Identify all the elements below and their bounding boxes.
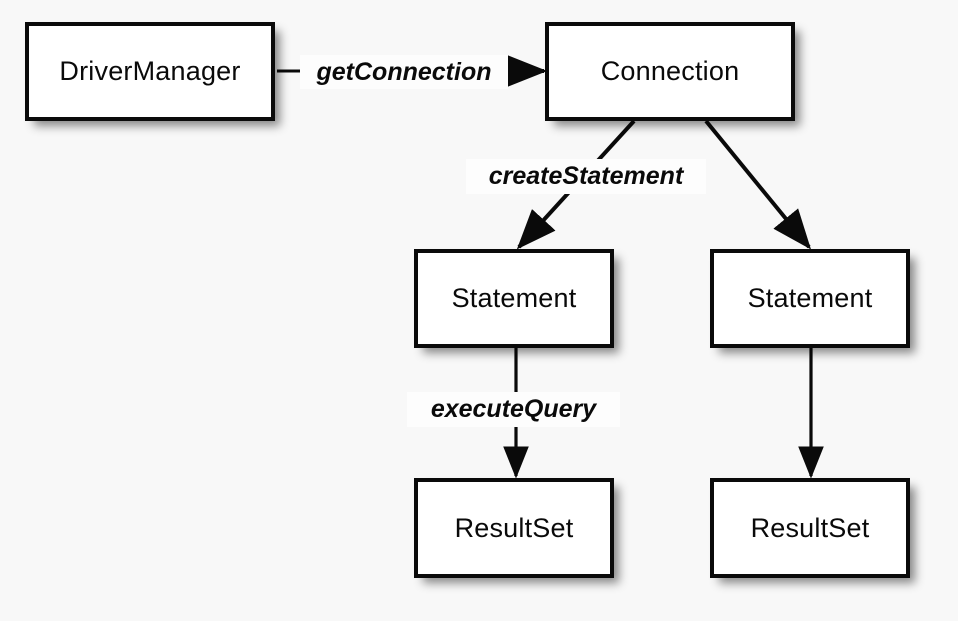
node-statement-right[interactable]: Statement: [710, 249, 910, 348]
node-label-statement-right: Statement: [747, 283, 873, 313]
node-label-resultset-left: ResultSet: [454, 512, 574, 543]
node-label-resultset-right: ResultSet: [750, 512, 870, 543]
edge-label-text-executequery: executeQuery: [430, 395, 597, 423]
edge-label-createstatement: createStatement: [466, 159, 706, 194]
edge-label-text-createstatement: createStatement: [488, 162, 684, 190]
node-drivermanager[interactable]: DriverManager: [25, 22, 275, 121]
node-connection[interactable]: Connection: [545, 22, 795, 121]
node-resultset-left[interactable]: ResultSet: [414, 478, 614, 578]
node-label-drivermanager: DriverManager: [59, 56, 241, 86]
edge-createstatement-right: [704, 119, 812, 250]
node-statement-left[interactable]: Statement: [414, 249, 614, 348]
edge-label-getconnection: getConnection: [300, 55, 508, 89]
node-label-connection: Connection: [600, 56, 740, 86]
node-resultset-right[interactable]: ResultSet: [710, 478, 910, 578]
node-label-statement-left: Statement: [451, 283, 577, 313]
edge-label-text-getconnection: getConnection: [316, 57, 492, 86]
edge-label-executequery: executeQuery: [407, 392, 620, 427]
